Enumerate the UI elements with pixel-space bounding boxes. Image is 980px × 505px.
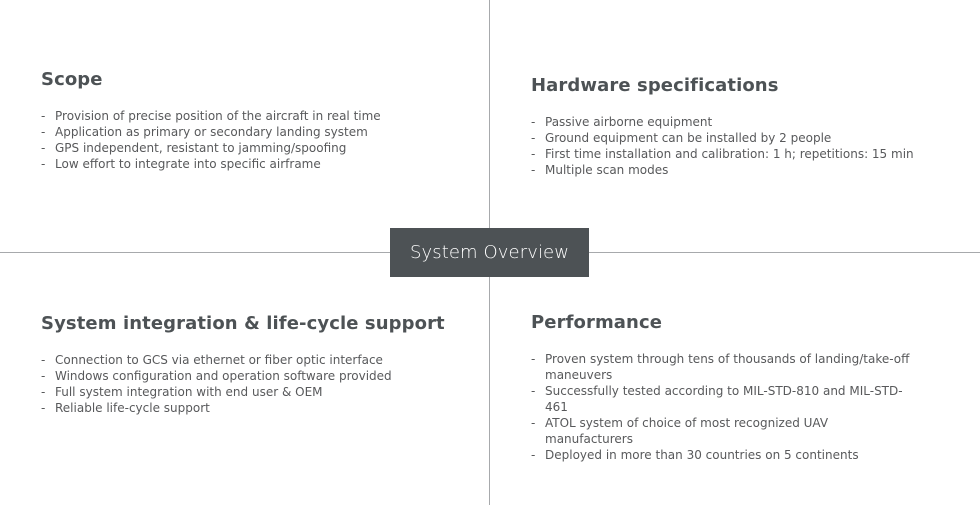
- hardware-section: Hardware specifications Passive airborne…: [531, 75, 971, 178]
- system-overview-label: System Overview: [390, 228, 589, 277]
- list-item: Provision of precise position of the air…: [41, 108, 481, 124]
- list-item: Connection to GCS via ethernet or fiber …: [41, 352, 481, 368]
- integration-list: Connection to GCS via ethernet or fiber …: [41, 352, 481, 416]
- list-item: Full system integration with end user & …: [41, 384, 481, 400]
- scope-title: Scope: [41, 69, 103, 90]
- list-item: Reliable life-cycle support: [41, 400, 481, 416]
- list-item: First time installation and calibration:…: [531, 146, 971, 162]
- hardware-title: Hardware specifications: [531, 75, 779, 96]
- integration-title: System integration & life-cycle support: [41, 313, 445, 334]
- integration-section: System integration & life-cycle support …: [41, 313, 481, 416]
- scope-list: Provision of precise position of the air…: [41, 108, 481, 172]
- list-item: Low effort to integrate into specific ai…: [41, 156, 481, 172]
- list-item: Multiple scan modes: [531, 162, 971, 178]
- list-item: Windows configuration and operation soft…: [41, 368, 481, 384]
- list-item: Successfully tested according to MIL-STD…: [531, 383, 911, 415]
- list-item: Application as primary or secondary land…: [41, 124, 481, 140]
- list-item: ATOL system of choice of most recognized…: [531, 415, 911, 447]
- list-item: Deployed in more than 30 countries on 5 …: [531, 447, 911, 463]
- hardware-list: Passive airborne equipment Ground equipm…: [531, 114, 971, 178]
- performance-section: Performance Proven system through tens o…: [531, 312, 911, 463]
- list-item: GPS independent, resistant to jamming/sp…: [41, 140, 481, 156]
- list-item: Ground equipment can be installed by 2 p…: [531, 130, 971, 146]
- performance-title: Performance: [531, 312, 663, 333]
- list-item: Passive airborne equipment: [531, 114, 971, 130]
- list-item: Proven system through tens of thousands …: [531, 351, 911, 383]
- scope-section: Scope Provision of precise position of t…: [41, 69, 481, 172]
- performance-list: Proven system through tens of thousands …: [531, 351, 911, 463]
